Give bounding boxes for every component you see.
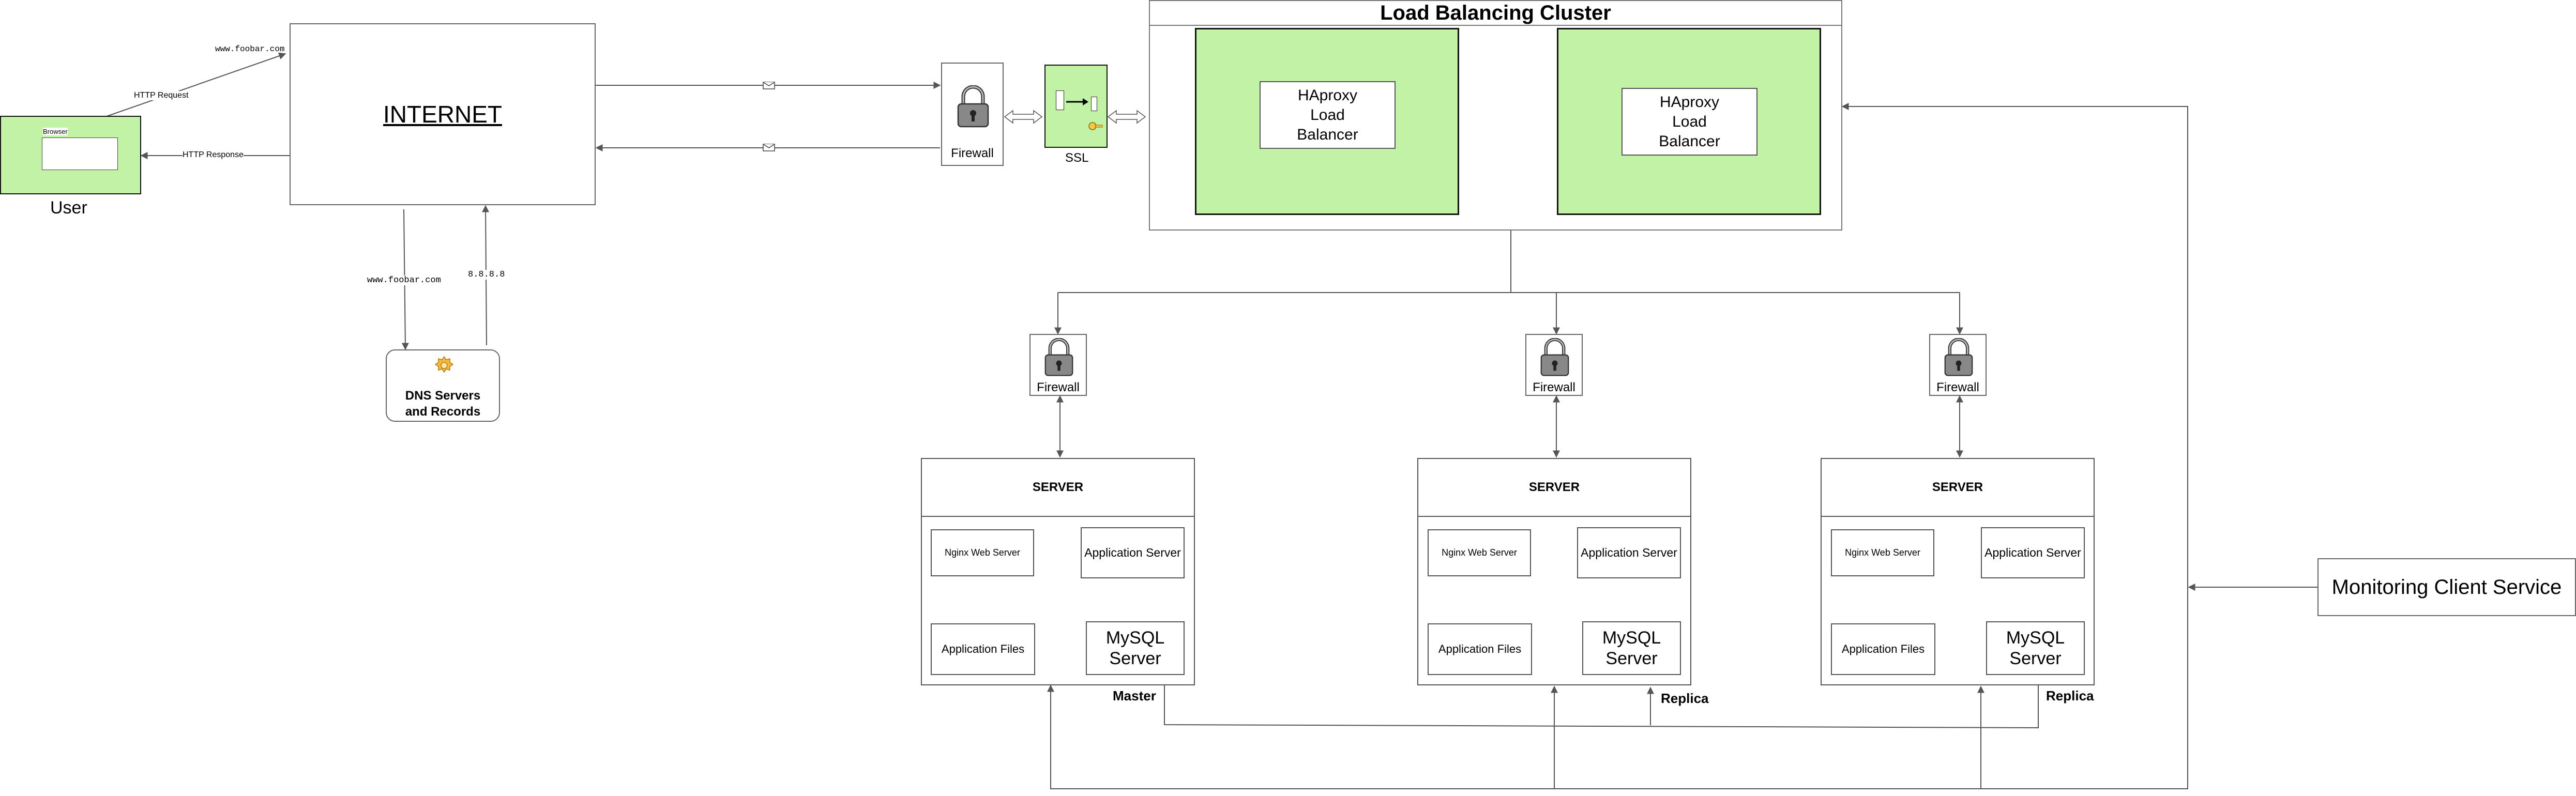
edge-firewall-label: Firewall xyxy=(951,146,994,160)
envelope-icon xyxy=(763,144,775,151)
lock-icon xyxy=(1944,338,1973,376)
cluster-title: Load Balancing Cluster xyxy=(1380,1,1611,24)
server2-header: SERVER xyxy=(1418,459,1690,517)
browser-screen xyxy=(42,137,118,170)
server3-files-label: Application Files xyxy=(1841,642,1925,655)
lb2-label: HAproxy Load Balancer xyxy=(1659,93,1720,150)
cluster-title-bar: Load Balancing Cluster xyxy=(1150,1,1841,26)
server3-app-label: Application Server xyxy=(1984,546,2081,559)
server1-mysql: MySQL Server xyxy=(1086,621,1185,675)
http-response-label: HTTP Response xyxy=(183,150,244,160)
server1-header: SERVER xyxy=(922,459,1194,517)
server2-role: Replica xyxy=(1661,691,1709,706)
server3-nginx: Nginx Web Server xyxy=(1831,529,1934,576)
server3-app-server: Application Server xyxy=(1981,527,2085,578)
server3-firewall-label: Firewall xyxy=(1936,380,1979,394)
server3-mysql: MySQL Server xyxy=(1986,621,2085,675)
internet-box: INTERNET xyxy=(290,23,596,205)
server1-firewall: Firewall xyxy=(1029,334,1087,396)
server2-mysql-label: MySQL Server xyxy=(1602,628,1661,668)
server3-mysql-label: MySQL Server xyxy=(2006,628,2065,668)
monitoring-label: Monitoring Client Service xyxy=(2331,575,2562,599)
key-icon xyxy=(1088,122,1103,130)
server1-firewall-label: Firewall xyxy=(1037,380,1080,394)
server1-mysql-label: MySQL Server xyxy=(1105,628,1165,668)
server2-title: SERVER xyxy=(1528,480,1580,494)
server3-role: Replica xyxy=(2046,688,2094,703)
server2-nginx: Nginx Web Server xyxy=(1428,529,1531,576)
ssl-doc-icon xyxy=(1056,90,1064,110)
lock-icon xyxy=(957,85,989,128)
user-label: User xyxy=(50,198,87,218)
ssl-encrypted-doc-icon xyxy=(1091,97,1097,111)
monitoring-loop xyxy=(1047,103,2188,789)
server2-app-server: Application Server xyxy=(1577,527,1681,578)
server2-mysql: MySQL Server xyxy=(1582,621,1681,675)
lb1-box: HAproxy Load Balancer xyxy=(1260,81,1396,149)
dns-title: DNS Servers and Records xyxy=(405,389,481,419)
monitoring-client-service: Monitoring Client Service xyxy=(2317,558,2576,616)
server1-nginx-label: Nginx Web Server xyxy=(945,547,1020,558)
server1-nginx: Nginx Web Server xyxy=(931,529,1034,576)
server2-app-label: Application Server xyxy=(1581,546,1677,559)
dns-query-label: www.foobar.com xyxy=(367,275,441,285)
server2-nginx-label: Nginx Web Server xyxy=(1442,547,1517,558)
server2-firewall: Firewall xyxy=(1525,334,1583,396)
ssl-box xyxy=(1044,65,1108,148)
server1-title: SERVER xyxy=(1032,480,1084,494)
dns-gear-icon xyxy=(434,356,454,373)
lock-icon xyxy=(1540,338,1569,376)
server2-files-label: Application Files xyxy=(1438,642,1522,655)
double-arrow-icon xyxy=(1004,110,1043,124)
dns-servers-box: DNS Servers and Records xyxy=(386,349,500,422)
domain-label: www.foobar.com xyxy=(215,44,285,54)
edge-firewall: Firewall xyxy=(941,63,1004,166)
dns-answer-label: 8.8.8.8 xyxy=(468,270,505,280)
server1-files-label: Application Files xyxy=(941,642,1025,655)
internet-label: INTERNET xyxy=(383,101,502,128)
server3-header: SERVER xyxy=(1822,459,2094,517)
http-request-label: HTTP Request xyxy=(134,91,189,100)
lock-icon xyxy=(1044,338,1073,376)
server3-nginx-label: Nginx Web Server xyxy=(1845,547,1920,558)
ssl-label: SSL xyxy=(1065,151,1089,165)
envelope-icon xyxy=(763,82,775,89)
browser-label: Browser xyxy=(43,128,68,135)
server2-firewall-label: Firewall xyxy=(1533,380,1575,394)
server3-title: SERVER xyxy=(1932,480,1983,494)
replication-line xyxy=(1164,674,2042,729)
server2-app-files: Application Files xyxy=(1428,623,1532,675)
server1-app-server: Application Server xyxy=(1081,527,1185,578)
lb1-label: HAproxy Load Balancer xyxy=(1297,86,1358,143)
server1-app-label: Application Server xyxy=(1084,546,1181,559)
arrow-right-icon xyxy=(1066,98,1088,105)
server3-app-files: Application Files xyxy=(1831,623,1935,675)
server3-firewall: Firewall xyxy=(1929,334,1987,396)
server1-app-files: Application Files xyxy=(931,623,1035,675)
server1-role: Master xyxy=(1113,688,1156,703)
lb2-box: HAproxy Load Balancer xyxy=(1622,88,1757,156)
double-arrow-icon xyxy=(1107,110,1146,124)
